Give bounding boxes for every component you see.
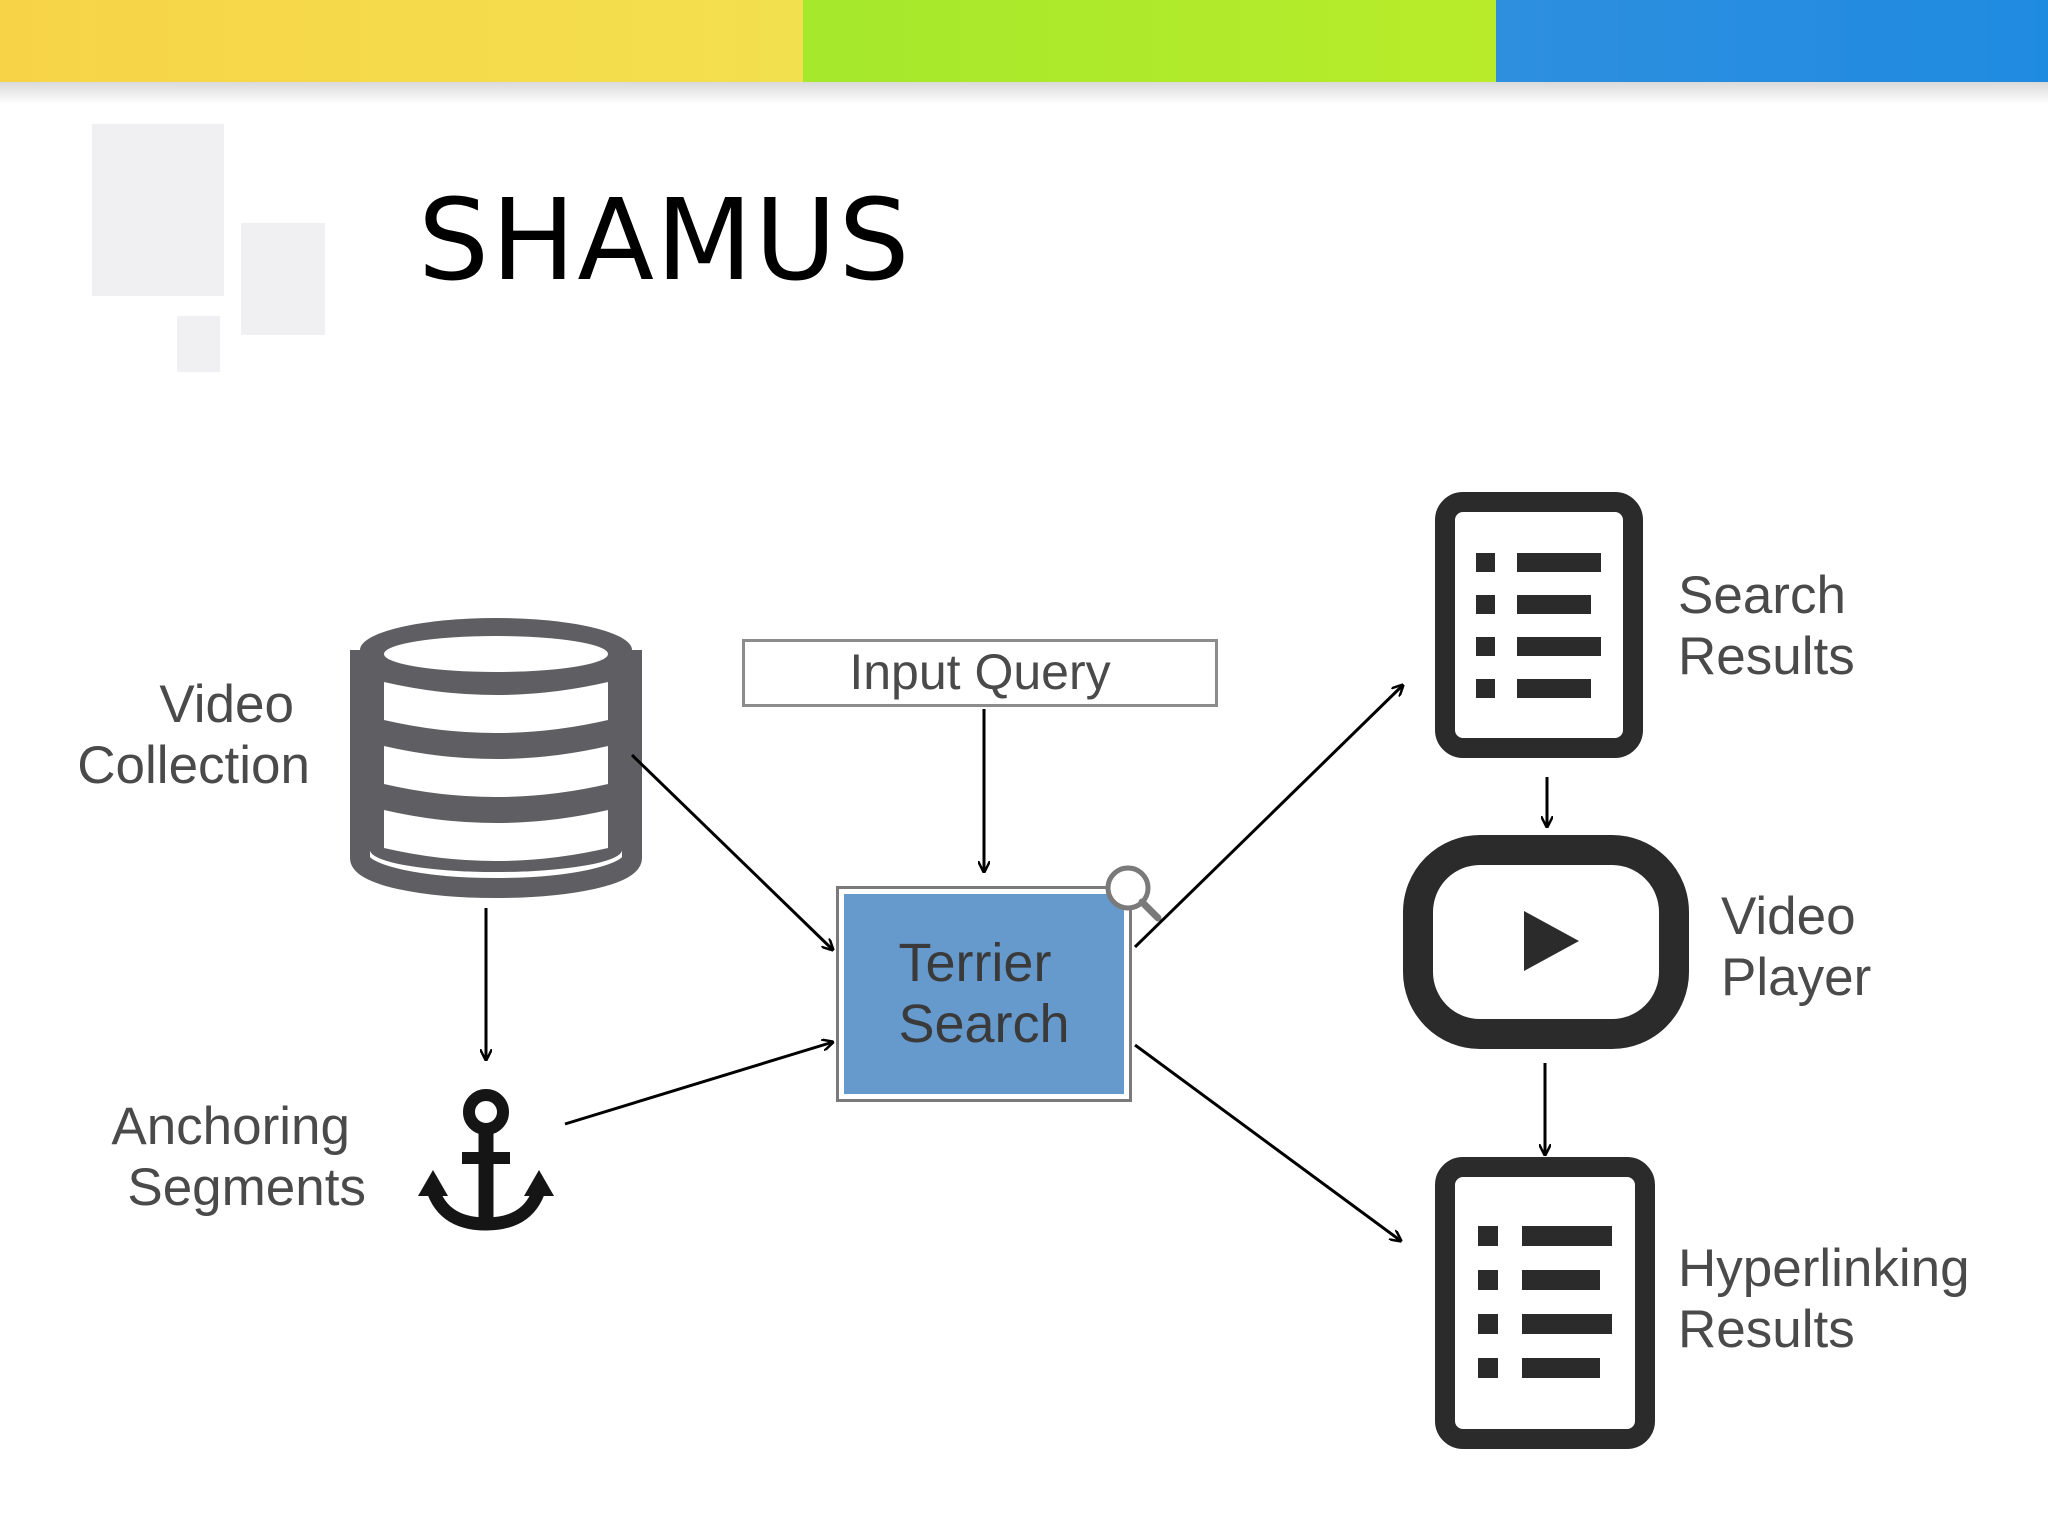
video-collection-line2: Collection [77, 736, 310, 795]
input-query-label: Input Query [849, 644, 1111, 700]
video-player-icon [1403, 835, 1689, 1049]
magnifier-icon [1105, 865, 1162, 922]
arrow-anchor-to-terrier [564, 1042, 833, 1126]
banner-blue-segment [1496, 0, 2048, 82]
decorative-square-large [92, 124, 224, 296]
hyperlinking-results-line2: Results [1678, 1300, 1855, 1359]
input-query-box: Input Query [742, 639, 1218, 707]
banner-green-segment [803, 0, 1496, 82]
anchoring-segments-line1: Anchoring [111, 1097, 350, 1156]
anchor-icon [418, 1089, 554, 1231]
terrier-search-box: Terrier Search [836, 886, 1132, 1102]
terrier-search-line2: Search [898, 994, 1070, 1054]
anchoring-segments-line2: Segments [127, 1158, 366, 1217]
list-document-icon [1435, 1157, 1655, 1449]
terrier-search-line1: Terrier [898, 933, 1052, 993]
search-results-line1: Search [1678, 566, 1846, 625]
slide-title: SHAMUS [418, 176, 912, 306]
terrier-search-fill: Terrier Search [844, 894, 1124, 1094]
video-collection-line1: Video [159, 675, 294, 734]
banner-shadow [0, 82, 2048, 104]
arrow-terrier-to-search-results [1133, 685, 1403, 949]
hyperlinking-results-line1: Hyperlinking [1678, 1239, 1970, 1298]
top-banner [0, 0, 2048, 82]
video-player-line1: Video [1721, 887, 1856, 946]
search-results-line2: Results [1678, 627, 1855, 686]
arrow-terrier-to-hyperlinking-results [1134, 1043, 1401, 1241]
list-document-icon [1435, 492, 1643, 758]
decorative-square-small [177, 316, 220, 372]
anchoring-segments-label: Anchoring Segments [90, 1096, 366, 1218]
video-player-line2: Player [1721, 948, 1872, 1007]
banner-yellow-segment [0, 0, 803, 82]
database-icon [350, 618, 642, 898]
search-results-label: Search Results [1678, 565, 1855, 687]
decorative-square-medium [241, 223, 325, 335]
video-collection-label: Video Collection [60, 674, 310, 796]
hyperlinking-results-label: Hyperlinking Results [1678, 1238, 1970, 1360]
arrow-database-to-terrier [630, 753, 833, 950]
video-player-label: Video Player [1721, 886, 1871, 1008]
